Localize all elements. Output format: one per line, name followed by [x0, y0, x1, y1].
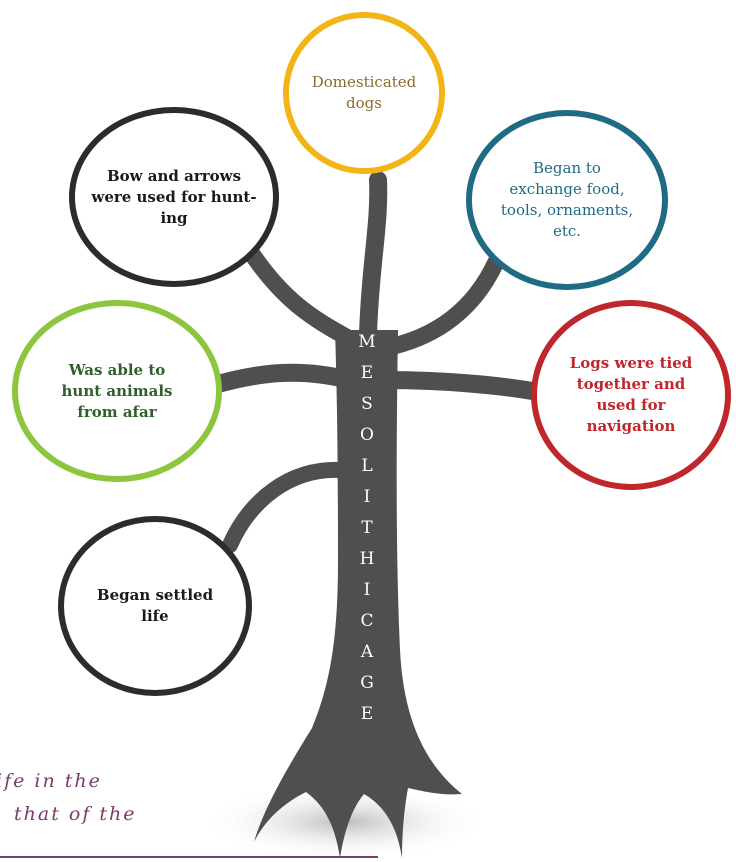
trunk-letter: I [363, 580, 371, 600]
node-logs-text: Logs were tied together and used for nav… [569, 354, 693, 435]
trunk-letter: C [360, 611, 374, 631]
divider-line [0, 856, 378, 858]
trunk-letter: E [360, 363, 374, 383]
node-domesticated-dogs-text: Domesticated dogs [311, 73, 417, 112]
tree-trunk [254, 330, 462, 858]
trunk-letter: I [363, 487, 371, 507]
trunk-letter: T [361, 518, 373, 538]
node-hunt-from-afar: Was able to hunt animals from afar [12, 300, 222, 482]
node-logs: Logs were tied together and used for nav… [531, 300, 731, 490]
node-bow-and-arrows: Bow and arrows were used for hunt- ing [69, 107, 279, 287]
caption-line-1: ife in the [0, 770, 102, 792]
trunk-letter: O [360, 425, 374, 445]
node-settled-life: Began settled life [58, 516, 252, 696]
trunk-letter: G [360, 673, 374, 693]
trunk-letter: M [358, 332, 376, 352]
trunk-letter: E [360, 704, 374, 724]
node-exchange-text: Began to exchange food, tools, ornaments… [500, 159, 634, 240]
trunk-letter: H [359, 549, 375, 569]
trunk-letter: S [361, 394, 373, 414]
caption-line-2: that of the [14, 803, 137, 825]
trunk-letter: L [361, 456, 373, 476]
node-exchange: Began to exchange food, tools, ornaments… [466, 110, 668, 290]
tree-branches [209, 171, 547, 553]
node-hunt-from-afar-text: Was able to hunt animals from afar [61, 360, 173, 421]
node-settled-life-text: Began settled life [96, 586, 214, 625]
node-bow-and-arrows-text: Bow and arrows were used for hunt- ing [91, 166, 257, 227]
node-domesticated-dogs: Domesticated dogs [283, 12, 445, 174]
trunk-letter: A [360, 642, 374, 662]
